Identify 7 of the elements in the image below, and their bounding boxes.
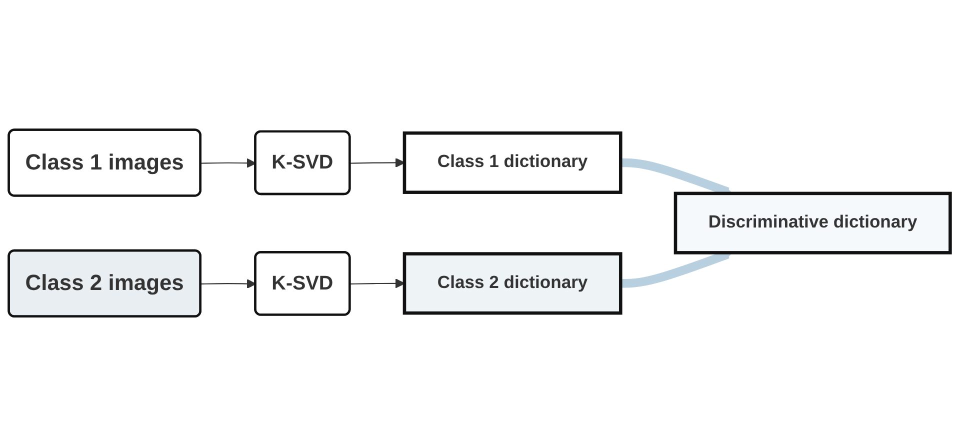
node-box: Class 1 dictionary [402,131,622,194]
arrow [200,278,256,289]
arrow [350,158,405,168]
node-box: Class 2 dictionary [402,252,622,315]
arrow [350,278,405,288]
node-box: Discriminative dictionary [674,192,952,254]
arrow [200,158,256,168]
